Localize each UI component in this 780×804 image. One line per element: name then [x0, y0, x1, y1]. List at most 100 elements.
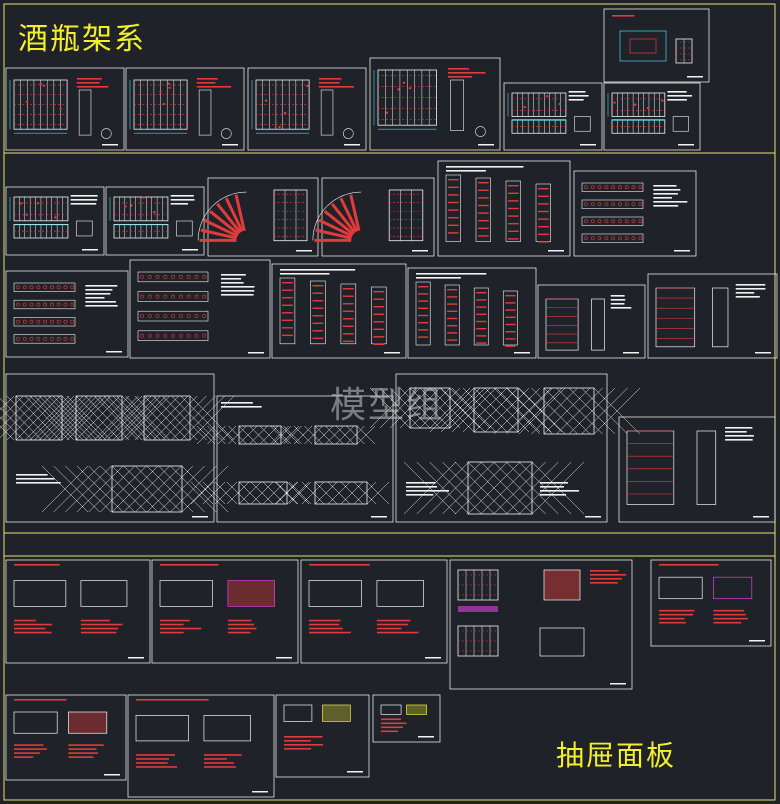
- bottle-hole: [56, 319, 61, 324]
- bottle-slot: [373, 298, 385, 300]
- bottle-hole: [611, 202, 616, 207]
- lattice-line: [238, 481, 262, 505]
- drawer-front: [135, 715, 189, 742]
- drawing-sheet: [312, 177, 435, 257]
- lattice-line: [314, 481, 338, 505]
- bottle-slot: [373, 328, 385, 330]
- bottle-hole: [611, 185, 616, 190]
- lattice-outline: [467, 461, 533, 515]
- annotation-text: [448, 72, 486, 74]
- lattice-line: [76, 465, 124, 513]
- lattice-line: [66, 395, 111, 441]
- title-block: [678, 144, 694, 146]
- annotation-text: [160, 619, 190, 622]
- bottle-hole: [584, 236, 588, 241]
- lattice-line: [170, 465, 217, 513]
- bottle-hole: [611, 236, 616, 241]
- bottle-hole: [49, 302, 54, 307]
- dimension-marker: [408, 87, 412, 90]
- curved-shelf: [216, 202, 242, 234]
- column-view: [310, 280, 326, 345]
- bottle-hole: [36, 336, 41, 341]
- annotation-text: [203, 754, 242, 756]
- section-view: [696, 430, 717, 505]
- drawing-sheet: [647, 273, 778, 359]
- bottle-slot: [282, 334, 293, 337]
- bottle-hole: [590, 236, 595, 241]
- bottle-hole: [597, 202, 602, 207]
- bottle-slot: [505, 302, 516, 304]
- bottle-slot: [447, 296, 458, 298]
- bottle-slot: [505, 316, 516, 318]
- lattice-line: [53, 465, 100, 513]
- lattice-line: [274, 481, 298, 505]
- annotation-text: [85, 301, 116, 303]
- bottle-hole: [155, 294, 160, 299]
- lattice-line: [259, 425, 279, 445]
- lattice-line: [249, 425, 268, 445]
- bottle-slot: [448, 194, 459, 196]
- detail-callout: [475, 126, 486, 137]
- lattice-line: [288, 481, 312, 505]
- annotation-text: [406, 482, 436, 484]
- bottle-slot: [538, 210, 549, 213]
- bottle-slot: [538, 218, 549, 220]
- bottle-hole: [29, 319, 34, 324]
- bottle-slot: [538, 195, 549, 197]
- dimension-marker: [142, 196, 146, 199]
- lattice-line: [75, 395, 121, 441]
- annotation-text: [70, 195, 98, 197]
- bottle-slot: [373, 313, 385, 315]
- sheet-border: [247, 67, 367, 151]
- lattice-line: [449, 387, 491, 429]
- bottle-hole: [186, 294, 191, 299]
- lattice-line: [517, 387, 563, 433]
- dimension-marker: [39, 82, 43, 86]
- drawing-sheet: [0, 373, 235, 523]
- bottle-hole: [63, 285, 68, 290]
- title-block: [128, 657, 144, 659]
- bottle-slot: [418, 300, 429, 302]
- bottle-hole: [63, 302, 68, 307]
- bottle-slot: [538, 241, 549, 243]
- bottle-hole: [70, 285, 75, 290]
- bottle-slot: [476, 335, 487, 337]
- lattice-line: [202, 481, 226, 505]
- dimension-marker: [613, 101, 616, 104]
- bottle-slot: [448, 217, 459, 219]
- curved-shelf: [349, 194, 361, 231]
- drawing-sheet: [537, 284, 646, 359]
- annotation-text: [16, 478, 55, 480]
- lattice-line: [543, 387, 591, 435]
- lattice-outline: [314, 425, 358, 445]
- section-title-drawer-panel: 抽屉面板: [556, 739, 677, 772]
- annotation-text: [14, 627, 46, 630]
- title-block: [82, 249, 98, 251]
- bottle-slot: [373, 343, 385, 346]
- lattice-line: [399, 387, 441, 429]
- drawer-front: [13, 711, 58, 734]
- bottle-slot: [312, 315, 324, 317]
- detail-view: [322, 704, 351, 722]
- lattice-line: [409, 387, 451, 429]
- drawing-sheet: [5, 270, 129, 358]
- bottle-slot: [508, 192, 519, 194]
- bottle-hole: [163, 314, 168, 319]
- annotation-text: [284, 744, 323, 746]
- annotation-text: [68, 756, 94, 758]
- title-block: [755, 352, 771, 354]
- column-view: [475, 177, 491, 242]
- annotation-text: [713, 617, 748, 620]
- bottle-slot: [476, 328, 487, 330]
- bottle-slot: [418, 322, 429, 324]
- bottle-hole: [638, 202, 643, 207]
- lattice-line: [519, 461, 572, 515]
- title-block: [687, 76, 703, 78]
- bottle-hole: [29, 285, 34, 290]
- lattice-line: [103, 395, 148, 441]
- sheet-border: [5, 67, 125, 151]
- column-view: [535, 183, 551, 242]
- bottle-slot: [312, 337, 324, 340]
- sheet-border: [603, 8, 710, 83]
- bottle-slot: [282, 319, 293, 321]
